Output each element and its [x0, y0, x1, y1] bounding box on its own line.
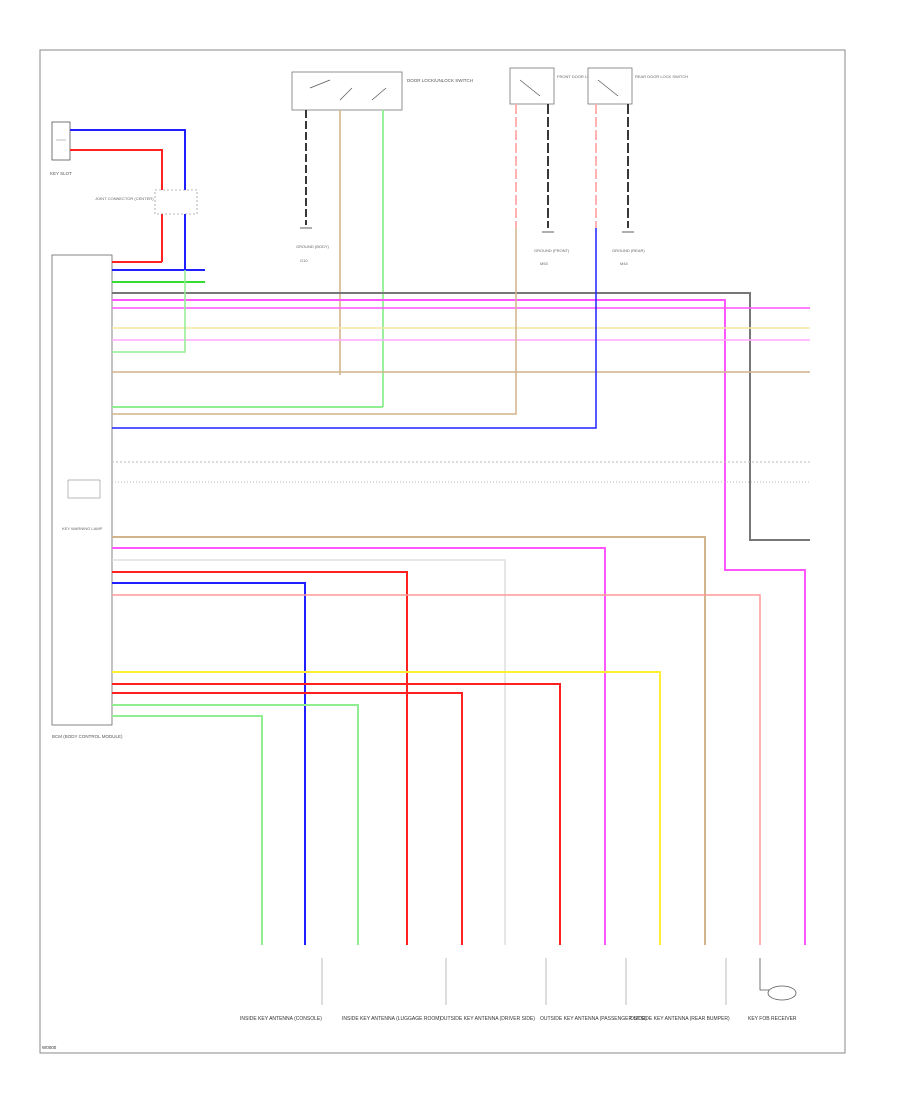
- wire-blue-bcm-19: [112, 582, 306, 945]
- wire-lightgreen-bcm-8: [112, 270, 186, 353]
- wire-lightgray-bcm-17: [112, 559, 506, 945]
- joint-connector-label: JOINT CONNECTOR (CENTER): [95, 196, 154, 201]
- key-slot-label: KEY SLOT: [50, 171, 72, 176]
- front-door-lock-switch: FRONT DOOR LOCK SWITCH: [509, 67, 613, 105]
- wire-red-bcm-18: [112, 571, 408, 945]
- wire-green-bcm-25: [112, 715, 263, 945]
- wire-pink-bcm-16: [112, 547, 606, 945]
- ground-m53-code: M53: [540, 261, 549, 266]
- ground-m53-text: GROUND (FRONT): [534, 248, 570, 253]
- bcm-module: BCM (BODY CONTROL MODULE) KEY WARNING LA…: [51, 254, 123, 739]
- wire-red-bcm-22: [112, 683, 561, 945]
- key-slot: KEY SLOT: [50, 121, 72, 176]
- diagram-frame: [39, 49, 846, 1054]
- ground-g10: GROUND (BODY) G10: [296, 227, 330, 263]
- ground-m44-code: M44: [620, 261, 629, 266]
- ground-g10-text: GROUND (BODY): [296, 244, 330, 249]
- wire-red-key-slot: [70, 149, 163, 262]
- door-lock-unlock-switch-label: DOOR LOCK/UNLOCK SWITCH: [407, 78, 473, 83]
- wire-red-bcm-23: [112, 692, 463, 945]
- caption-console-antenna: INSIDE KEY ANTENNA (CONSOLE): [240, 1016, 322, 1022]
- wire-green-bcm-24: [112, 704, 359, 945]
- caption-rear-bumper-antenna: OUTSIDE KEY ANTENNA (REAR BUMPER): [630, 1016, 730, 1022]
- wire-yellow-bcm-21: [112, 671, 661, 945]
- ground-m53: GROUND (FRONT) M53: [534, 231, 570, 266]
- caption-driver-antenna: OUTSIDE KEY ANTENNA (DRIVER SIDE): [440, 1016, 535, 1022]
- wire-salmon-bcm-20: [112, 594, 761, 945]
- caption-key-fob-receiver: KEY FOB RECEIVER: [748, 1016, 797, 1022]
- bcm-label: BCM (BODY CONTROL MODULE): [52, 734, 123, 739]
- wire-blue-key-slot: [70, 129, 186, 270]
- wire-gray-bcm-3: [112, 292, 810, 541]
- ground-g10-code: G10: [300, 258, 308, 263]
- rear-door-lock-switch: REAR DOOR LOCK SWITCH: [587, 67, 688, 105]
- ground-m44-text: GROUND (REAR): [612, 248, 645, 253]
- ground-m44: GROUND (REAR) M44: [612, 231, 645, 266]
- wire-tan-bcm-11: [112, 228, 517, 415]
- wire-pink-bcm-4: [112, 299, 806, 945]
- caption-passenger-antenna: OUTSIDE KEY ANTENNA (PASSENGER SIDE): [540, 1016, 647, 1022]
- key-warning-label: KEY WARNING LAMP: [62, 526, 103, 531]
- door-lock-unlock-switch: DOOR LOCK/UNLOCK SWITCH: [291, 71, 473, 111]
- caption-luggage-antenna: INSIDE KEY ANTENNA (LUGGAGE ROOM): [342, 1016, 441, 1022]
- receiver-symbol: [759, 958, 797, 1001]
- bottom-separators: [321, 958, 727, 1005]
- rear-door-lock-switch-label: REAR DOOR LOCK SWITCH: [635, 74, 688, 79]
- joint-connector: JOINT CONNECTOR (CENTER): [95, 189, 198, 215]
- wire-blue-bcm-12: [112, 228, 597, 429]
- wire-tan-bcm-15: [112, 536, 706, 945]
- footer-code: W0000: [42, 1045, 57, 1050]
- front-door-lock-switch-label: FRONT DOOR LOCK SWITCH: [557, 74, 613, 79]
